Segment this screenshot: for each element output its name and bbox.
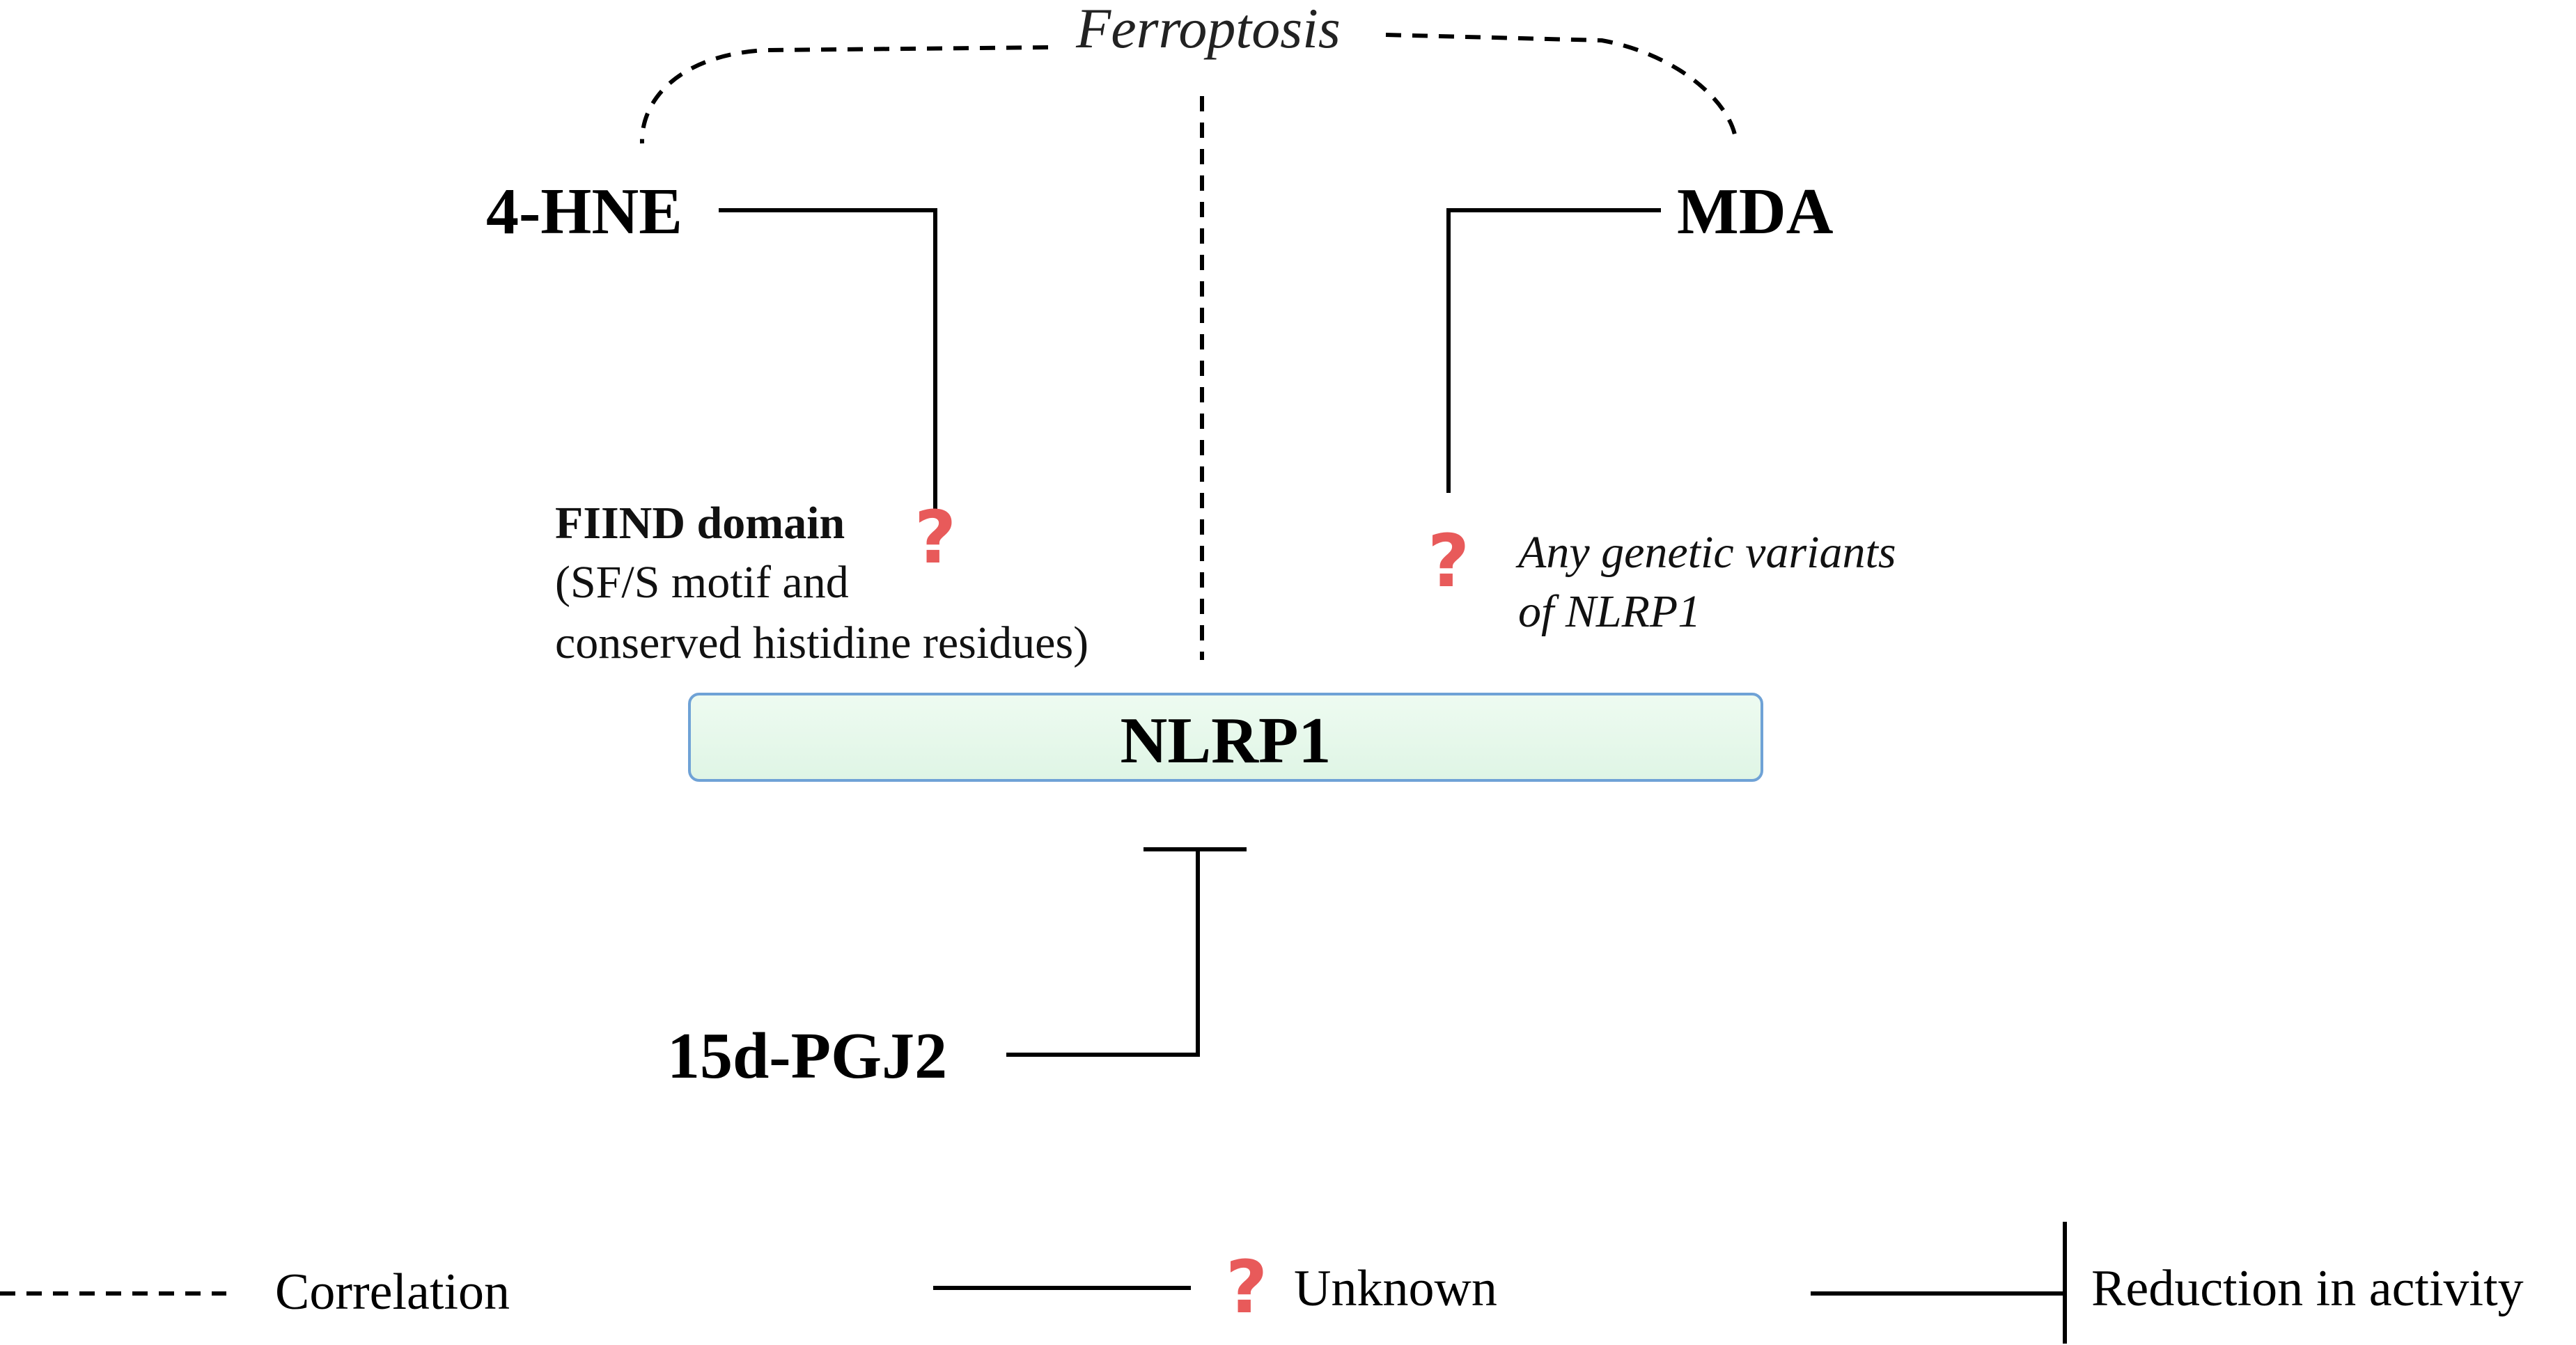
fiind-domain-detail-1: (SF/S motif and (555, 557, 849, 608)
genetic-variants-label-2: of NLRP1 (1518, 586, 1701, 637)
genetic-variants-label-1: Any genetic variants (1515, 527, 1896, 578)
legend-correlation-label: Correlation (275, 1264, 510, 1321)
node-4-hne: 4-HNE (486, 175, 682, 248)
unknown-link-mda-variants (1446, 208, 1661, 493)
question-mark-icon: ? (1226, 1245, 1267, 1330)
ferroptosis-title: Ferroptosis (1075, 0, 1341, 60)
question-mark-icon: ? (914, 495, 956, 580)
inhibition-link-pgj2-nlrp1 (1006, 849, 1200, 1057)
correlation-ferroptosis-mda (1385, 33, 1738, 144)
correlation-ferroptosis-hne (639, 45, 1049, 144)
legend: Correlation ? Unknown Reduction in activ… (0, 1222, 2524, 1344)
fiind-domain-label: FIIND domain (555, 498, 845, 549)
question-mark-icon: ? (1428, 519, 1469, 604)
fiind-domain-detail-2: conserved histidine residues) (555, 618, 1088, 668)
legend-unknown-label: Unknown (1294, 1260, 1497, 1317)
nlrp1-box (688, 693, 1763, 782)
legend-reduction-label: Reduction in activity (2091, 1260, 2524, 1317)
node-mda: MDA (1677, 175, 1834, 248)
node-nlrp1: NLRP1 (1121, 705, 1332, 777)
unknown-link-hne-fiind (719, 208, 937, 514)
node-15d-pgj2: 15d-PGJ2 (667, 1020, 947, 1092)
